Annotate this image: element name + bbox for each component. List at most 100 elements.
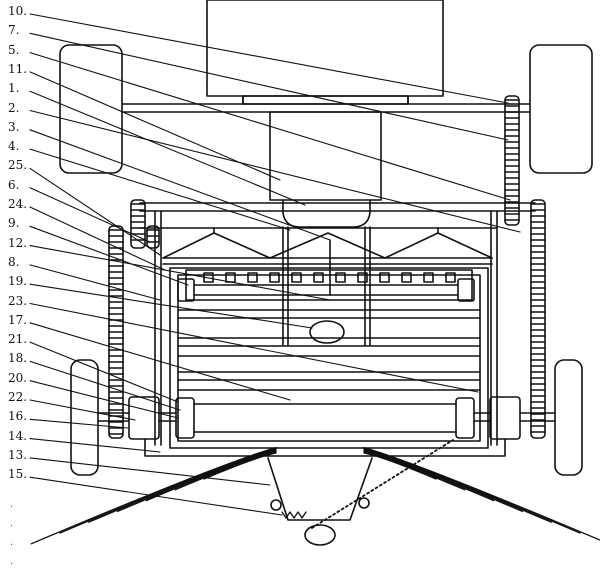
part-label: 1.	[8, 81, 20, 96]
leader-line	[29, 129, 331, 241]
furrow-right	[363, 450, 495, 502]
part-label: 13.	[8, 447, 28, 462]
part-label: 6.	[8, 177, 20, 192]
meter-tooth	[269, 272, 280, 283]
furrow-right	[363, 449, 524, 513]
part-label: 4.	[8, 139, 20, 154]
chain-drives	[108, 95, 546, 439]
spacer-dot: .	[10, 518, 14, 529]
leader-line	[29, 187, 151, 243]
left-top-chain	[130, 199, 146, 249]
drive-shafts	[282, 226, 371, 346]
part-label: 20.	[8, 370, 28, 385]
part-label: 7.	[8, 23, 20, 38]
leader-line	[29, 457, 271, 486]
furrow-lines	[30, 446, 600, 545]
meter-tooth	[291, 272, 302, 283]
part-label: 19.	[8, 274, 28, 289]
left-front-wheel	[59, 44, 123, 174]
spacer-dot: .	[10, 556, 14, 567]
leader-line	[29, 438, 161, 453]
main-body	[169, 267, 489, 449]
roller-bottom	[175, 397, 475, 439]
meter-tooth	[357, 272, 368, 283]
left-rear-wheel	[70, 359, 99, 476]
leader-line	[29, 341, 179, 403]
left-top-chain-outline	[130, 199, 146, 249]
furrow-right	[363, 446, 600, 541]
part-label: 10.	[8, 4, 28, 18]
part-label: 11.	[8, 61, 28, 76]
right-bearing	[489, 396, 521, 440]
spacer-dot: .	[10, 537, 14, 548]
furrow-left	[203, 452, 277, 480]
tractor-body	[206, 0, 444, 105]
leader-line	[29, 148, 291, 231]
part-label: 22.	[8, 390, 28, 404]
furrow-left	[88, 448, 277, 523]
part-label: 3.	[8, 119, 20, 134]
meter-tooth	[379, 272, 390, 283]
leader-line	[29, 90, 306, 206]
right-rear-wheel	[554, 359, 583, 476]
furrow-right	[363, 451, 466, 491]
leader-line	[29, 360, 181, 411]
gearbox	[269, 111, 382, 228]
meter-tooth	[313, 272, 324, 283]
left-mid-sprocket	[146, 225, 160, 249]
furrow-left	[116, 449, 277, 513]
right-side-chain-outline	[530, 199, 546, 439]
central-hub	[309, 320, 345, 344]
leader-line	[29, 52, 511, 201]
meter-tooth	[445, 272, 456, 283]
part-label: 12.	[8, 235, 28, 250]
right-side-chain	[530, 199, 546, 439]
part-label: 16.	[8, 409, 28, 424]
leader-line	[29, 476, 283, 516]
leader-line	[29, 109, 521, 233]
part-label: 9.	[8, 216, 20, 231]
leader-line	[29, 302, 479, 393]
front-axle	[121, 103, 531, 113]
leader-line	[29, 13, 509, 104]
right-top-chain	[504, 95, 520, 226]
meter-tooth	[401, 272, 412, 283]
leader-line	[29, 399, 136, 421]
furrow-left	[145, 450, 277, 502]
furrow-right	[363, 452, 437, 480]
furrow-right	[363, 448, 552, 523]
funnel-share	[267, 439, 454, 546]
leader-line	[29, 32, 509, 141]
part-label: 2.	[8, 100, 20, 115]
leader-line	[29, 245, 331, 301]
hoppers	[162, 227, 493, 265]
left-mid-sprocket-outline	[146, 225, 160, 249]
leader-line	[29, 380, 179, 419]
right-front-wheel	[529, 44, 593, 174]
part-label: 15.	[8, 467, 28, 482]
part-label: 23.	[8, 293, 28, 308]
furrow-left	[174, 451, 277, 491]
leader-line	[29, 225, 189, 286]
leader-line	[29, 264, 161, 301]
leader-line	[29, 167, 161, 256]
furrow-right	[363, 447, 581, 534]
part-label: 24.	[8, 197, 28, 211]
meter-tooth	[423, 272, 434, 283]
part-label: 17.	[8, 312, 28, 327]
leader-line	[29, 71, 281, 181]
roller-top	[177, 278, 475, 302]
spacer-dot: .	[10, 499, 14, 510]
part-label: 5.	[8, 42, 20, 57]
left-bearing	[128, 396, 160, 440]
meter-tooth	[335, 272, 346, 283]
furrow-left	[59, 447, 277, 534]
furrow-left	[30, 446, 277, 545]
part-label: 25.	[8, 158, 28, 173]
part-label: 14.	[8, 428, 28, 443]
leader-lines	[29, 13, 521, 516]
part-label: 21.	[8, 332, 28, 347]
leader-line	[29, 283, 313, 329]
